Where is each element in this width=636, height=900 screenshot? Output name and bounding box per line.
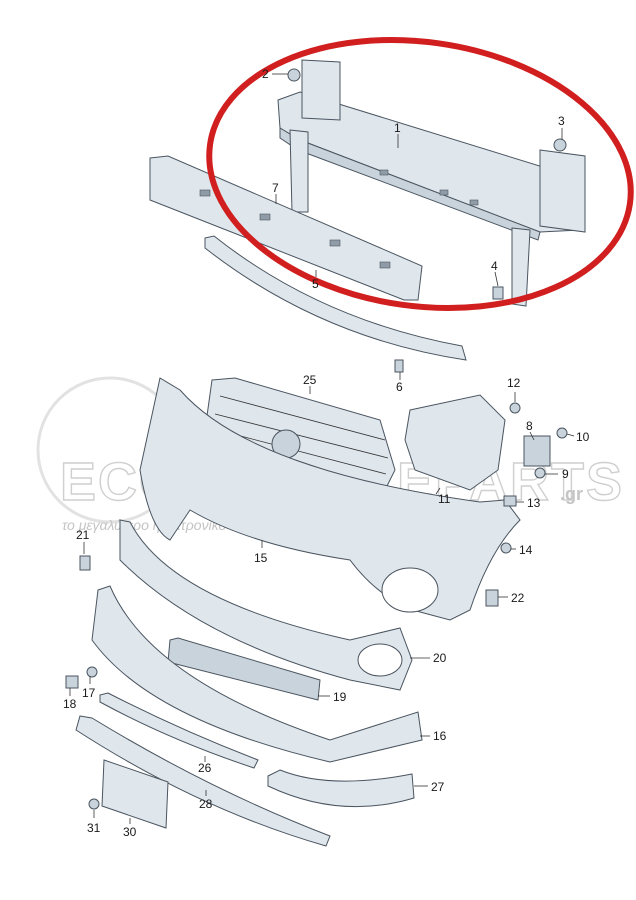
callout-17: 17 <box>82 686 96 700</box>
callout-12: 12 <box>507 376 521 390</box>
part-11-bracket <box>404 394 506 491</box>
callout-2: 2 <box>262 67 269 81</box>
callout-21: 21 <box>76 528 90 542</box>
part-30-plate-bracket <box>101 759 169 829</box>
highlight-ring-part-1 <box>206 36 634 312</box>
callout-13: 13 <box>527 496 541 510</box>
part-16-lower-valance <box>91 585 423 763</box>
callout-4: 4 <box>491 259 498 273</box>
part-1-reinforcement-carrier <box>277 59 586 307</box>
callout-30: 30 <box>123 825 137 839</box>
part-15-fog-opening <box>381 567 439 613</box>
watermark-tld: .gr <box>560 484 583 504</box>
callout-15: 15 <box>254 551 268 565</box>
callout-11: 11 <box>438 492 451 506</box>
callout-14: 14 <box>519 543 533 557</box>
callout-7: 7 <box>272 181 279 195</box>
callout-8: 8 <box>526 419 533 433</box>
callout-27: 27 <box>431 780 445 794</box>
callout-22: 22 <box>511 591 525 605</box>
callout-26: 26 <box>198 761 212 775</box>
callout-25: 25 <box>303 373 317 387</box>
part-15-bumper-cover <box>139 377 521 621</box>
callout-5: 5 <box>312 277 319 291</box>
callout-19: 19 <box>333 690 347 704</box>
part-28-trim-strip <box>75 715 331 847</box>
callout-28: 28 <box>199 797 213 811</box>
part-19-grille-insert <box>167 637 321 701</box>
callout-31: 31 <box>87 821 101 835</box>
callout-18: 18 <box>63 697 77 711</box>
callout-20: 20 <box>433 651 447 665</box>
callout-9: 9 <box>562 467 569 481</box>
callout-6: 6 <box>396 380 403 394</box>
callout-3: 3 <box>558 114 565 128</box>
part-5-lower-strip <box>204 235 467 361</box>
callouts: 1 2 3 4 5 6 7 8 9 10 11 12 13 14 15 16 1 <box>63 67 590 839</box>
part-20-lower-panel <box>119 519 413 691</box>
callout-16: 16 <box>433 729 447 743</box>
hardware-fasteners <box>65 68 568 810</box>
callout-1: 1 <box>394 121 401 135</box>
callout-10: 10 <box>576 430 590 444</box>
part-26-trim-strip <box>99 692 259 769</box>
part-27-side-trim <box>267 769 415 808</box>
